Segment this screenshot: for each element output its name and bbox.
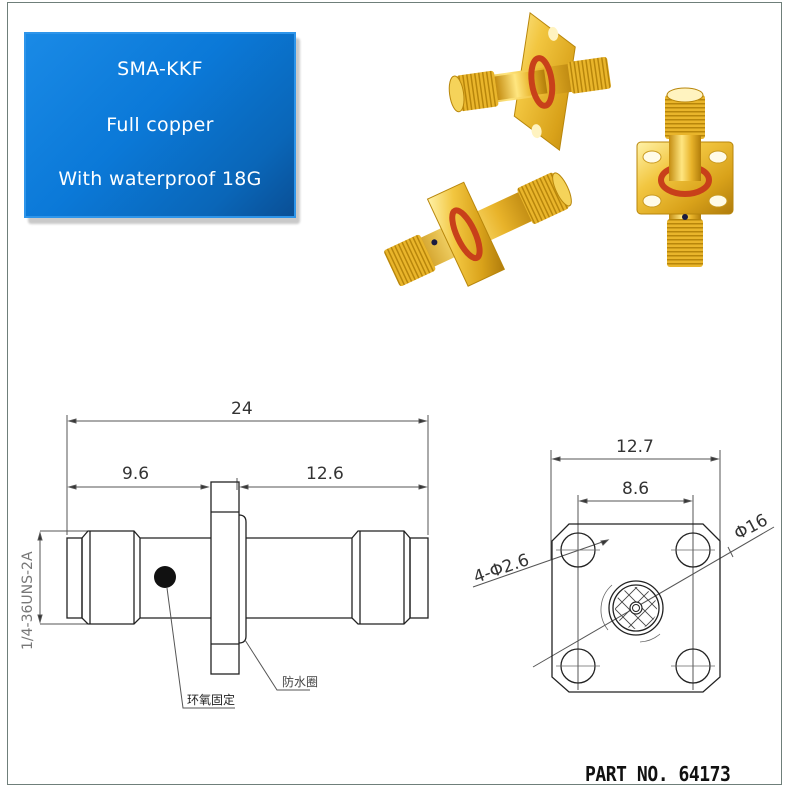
dim-left-length: 9.6 [122, 464, 149, 484]
drawing-frame [7, 2, 782, 785]
connector-photo-2 [384, 172, 572, 287]
thread-spec-label: 1/4-36UNS-2A [20, 551, 36, 650]
connector-photo-3 [636, 87, 734, 267]
epoxy-hole [154, 566, 176, 588]
dim-total-length: 24 [231, 399, 253, 419]
part-number: PART NO. 64173 [585, 762, 731, 786]
dim-outer-diameter: Φ16 [731, 510, 771, 544]
front-view [472, 450, 775, 690]
dim-hole-spacing: 8.6 [622, 479, 649, 499]
callout-epoxy: 环氧固定 [187, 692, 235, 707]
callout-oring: 防水圈 [282, 674, 318, 689]
product-model: SMA-KKF [117, 58, 203, 80]
product-feature: With waterproof 18G [58, 168, 262, 190]
dim-right-length: 12.6 [306, 464, 344, 484]
dim-mount-holes: 4-Φ2.6 [471, 550, 532, 588]
product-info-box: SMA-KKF Full copper With waterproof 18G [24, 32, 296, 218]
dim-flange-width: 12.7 [616, 437, 654, 457]
side-view [37, 415, 429, 625]
connector-photo-1 [448, 11, 611, 152]
product-material: Full copper [106, 114, 214, 136]
